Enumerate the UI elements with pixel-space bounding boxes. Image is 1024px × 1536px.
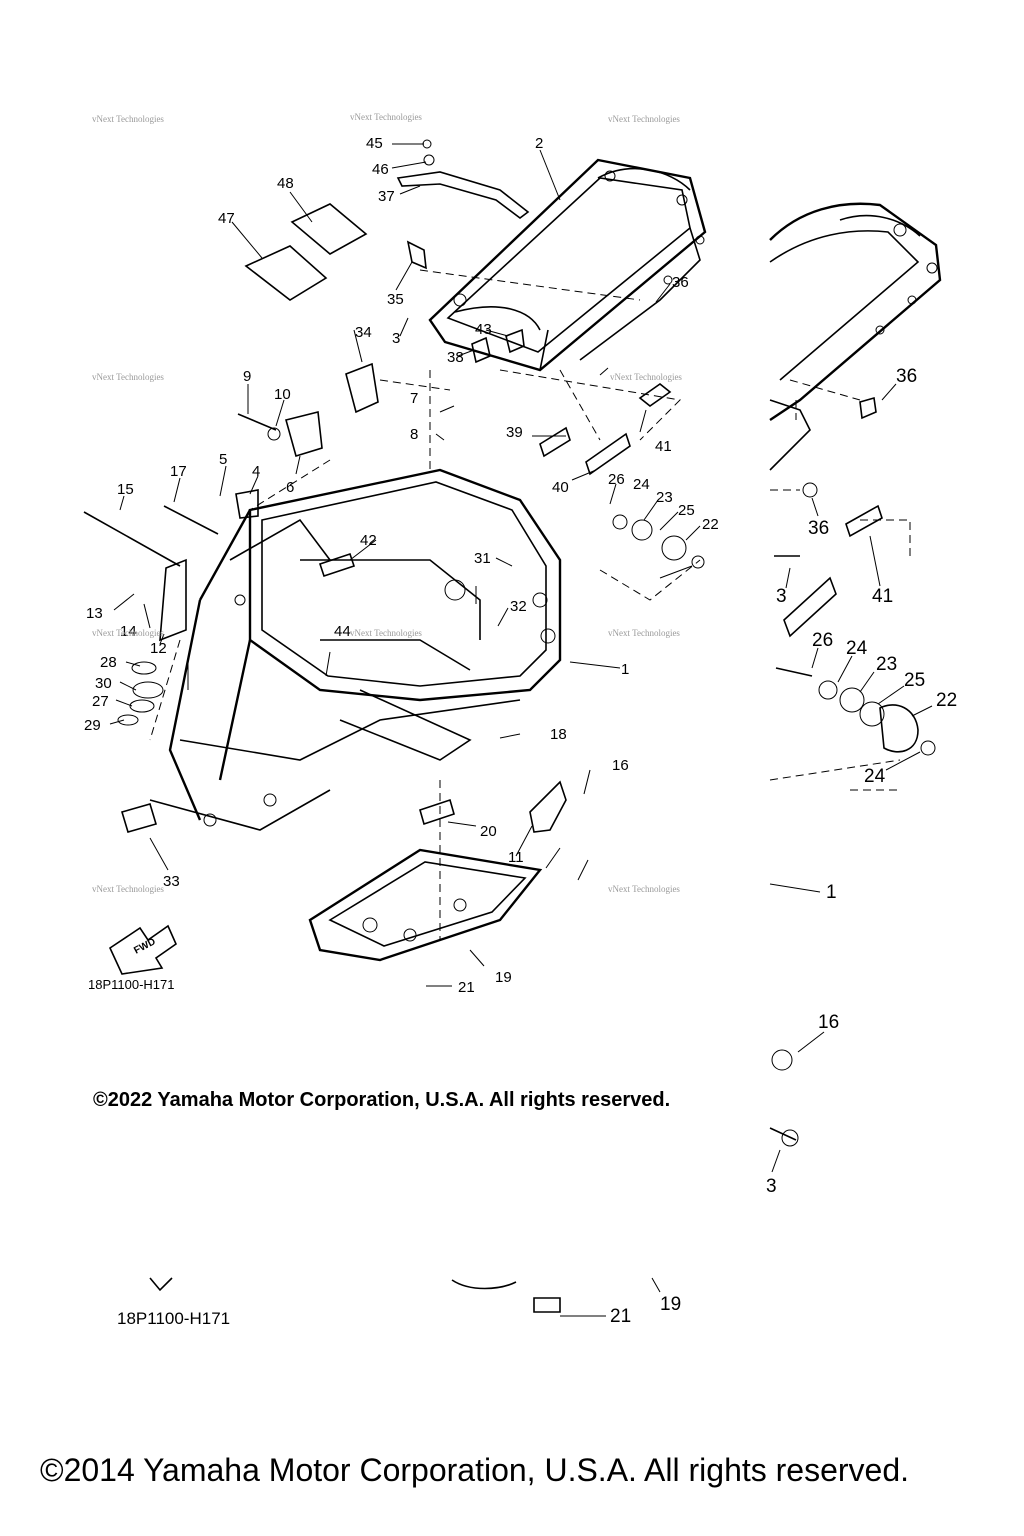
leader-lines xyxy=(109,143,701,987)
callout-32: 32 xyxy=(510,598,527,615)
inset-leader-lines xyxy=(560,383,933,1317)
watermark-text: vNext Technologies xyxy=(608,628,680,638)
small-parts-drawing xyxy=(83,139,705,940)
copyright-2014: ©2014 Yamaha Motor Corporation, U.S.A. A… xyxy=(40,1452,910,1488)
callout-28: 28 xyxy=(100,654,117,671)
callout-24: 24 xyxy=(633,476,650,493)
watermark-text: vNext Technologies xyxy=(608,114,680,124)
callout-34: 34 xyxy=(355,324,372,341)
callout-20: 20 xyxy=(480,823,497,840)
inset-callout-25: 25 xyxy=(904,670,925,691)
callout-5: 5 xyxy=(219,451,227,468)
callout-22: 22 xyxy=(702,516,719,533)
watermark-text: vNext Technologies xyxy=(92,372,164,382)
callout-labels: 1 2 3 4 5 6 7 8 9 10 11 12 13 14 15 16 1… xyxy=(84,135,719,996)
callout-44: 44 xyxy=(334,623,351,640)
callout-17: 17 xyxy=(170,463,187,480)
callout-26: 26 xyxy=(608,471,625,488)
callout-6: 6 xyxy=(286,479,294,496)
callout-27: 27 xyxy=(92,693,109,710)
inset-callout-labels: 36 36 41 3 26 24 23 25 22 24 1 16 3 21 1… xyxy=(610,366,957,1327)
drawing-code-repeat: 18P1100-H171 xyxy=(117,1309,231,1328)
callout-13: 13 xyxy=(86,605,103,622)
inset-callout-24: 24 xyxy=(864,766,886,787)
callout-19: 19 xyxy=(495,969,512,986)
callout-16: 16 xyxy=(612,757,629,774)
callout-40: 40 xyxy=(552,479,569,496)
callout-41: 41 xyxy=(655,438,672,455)
callout-21: 21 xyxy=(458,979,475,996)
main-frame-drawing xyxy=(149,468,562,831)
inset-callout-24: 24 xyxy=(846,638,868,659)
callout-29: 29 xyxy=(84,717,101,734)
inset-callout-3: 3 xyxy=(766,1176,777,1197)
enlarged-inset-drawing xyxy=(149,202,942,1313)
watermark-text: vNext Technologies xyxy=(610,372,682,382)
callout-18: 18 xyxy=(550,726,567,743)
watermark-text: vNext Technologies xyxy=(92,114,164,124)
callout-9: 9 xyxy=(243,368,251,385)
callout-39: 39 xyxy=(506,424,523,441)
watermark-text: vNext Technologies xyxy=(608,884,680,894)
skid-plate-drawing xyxy=(308,848,543,962)
drawing-code: 18P1100-H171 xyxy=(88,977,175,992)
callout-43: 43 xyxy=(475,321,492,338)
callout-15: 15 xyxy=(117,481,134,498)
callout-37: 37 xyxy=(378,188,395,205)
forward-arrow: FWD xyxy=(108,924,177,975)
callout-38: 38 xyxy=(447,349,464,366)
callout-33: 33 xyxy=(163,873,180,890)
callout-3: 3 xyxy=(392,330,400,347)
callout-1: 1 xyxy=(621,661,629,678)
callout-30: 30 xyxy=(95,675,112,692)
callout-31: 31 xyxy=(474,550,491,567)
inset-callout-36: 36 xyxy=(808,518,829,539)
watermark-text: vNext Technologies xyxy=(92,628,164,638)
inset-callout-21: 21 xyxy=(610,1306,631,1327)
callout-25: 25 xyxy=(678,502,695,519)
watermarks: vNext Technologies vNext Technologies vN… xyxy=(92,112,682,894)
inset-callout-41: 41 xyxy=(872,586,893,607)
watermark-text: vNext Technologies xyxy=(350,628,422,638)
callout-8: 8 xyxy=(410,426,418,443)
callout-4: 4 xyxy=(252,463,260,480)
callout-10: 10 xyxy=(274,386,291,403)
callout-36: 36 xyxy=(672,274,689,291)
inset-callout-22: 22 xyxy=(936,690,957,711)
callout-42: 42 xyxy=(360,532,377,549)
inset-callout-1: 1 xyxy=(826,882,837,903)
watermark-text: vNext Technologies xyxy=(92,884,164,894)
callout-47: 47 xyxy=(218,210,235,227)
inset-callout-23: 23 xyxy=(876,654,897,675)
callout-45: 45 xyxy=(366,135,383,152)
callout-12: 12 xyxy=(150,640,167,657)
callout-35: 35 xyxy=(387,291,404,308)
callout-23: 23 xyxy=(656,489,673,506)
inset-callout-36: 36 xyxy=(896,366,917,387)
inset-callout-26: 26 xyxy=(812,630,833,651)
inset-callout-16: 16 xyxy=(818,1012,839,1033)
callout-48: 48 xyxy=(277,175,294,192)
inset-callout-19: 19 xyxy=(660,1294,681,1315)
copyright-2022: ©2022 Yamaha Motor Corporation, U.S.A. A… xyxy=(93,1089,671,1111)
watermark-text: vNext Technologies xyxy=(350,112,422,122)
fwd-label: FWD xyxy=(132,936,157,956)
callout-46: 46 xyxy=(372,161,389,178)
callout-2: 2 xyxy=(535,135,543,152)
inset-callout-3: 3 xyxy=(776,586,787,607)
callout-11: 11 xyxy=(508,849,524,866)
callout-14: 14 xyxy=(120,623,137,640)
rear-frame-drawing xyxy=(428,158,707,372)
callout-7: 7 xyxy=(410,390,418,407)
